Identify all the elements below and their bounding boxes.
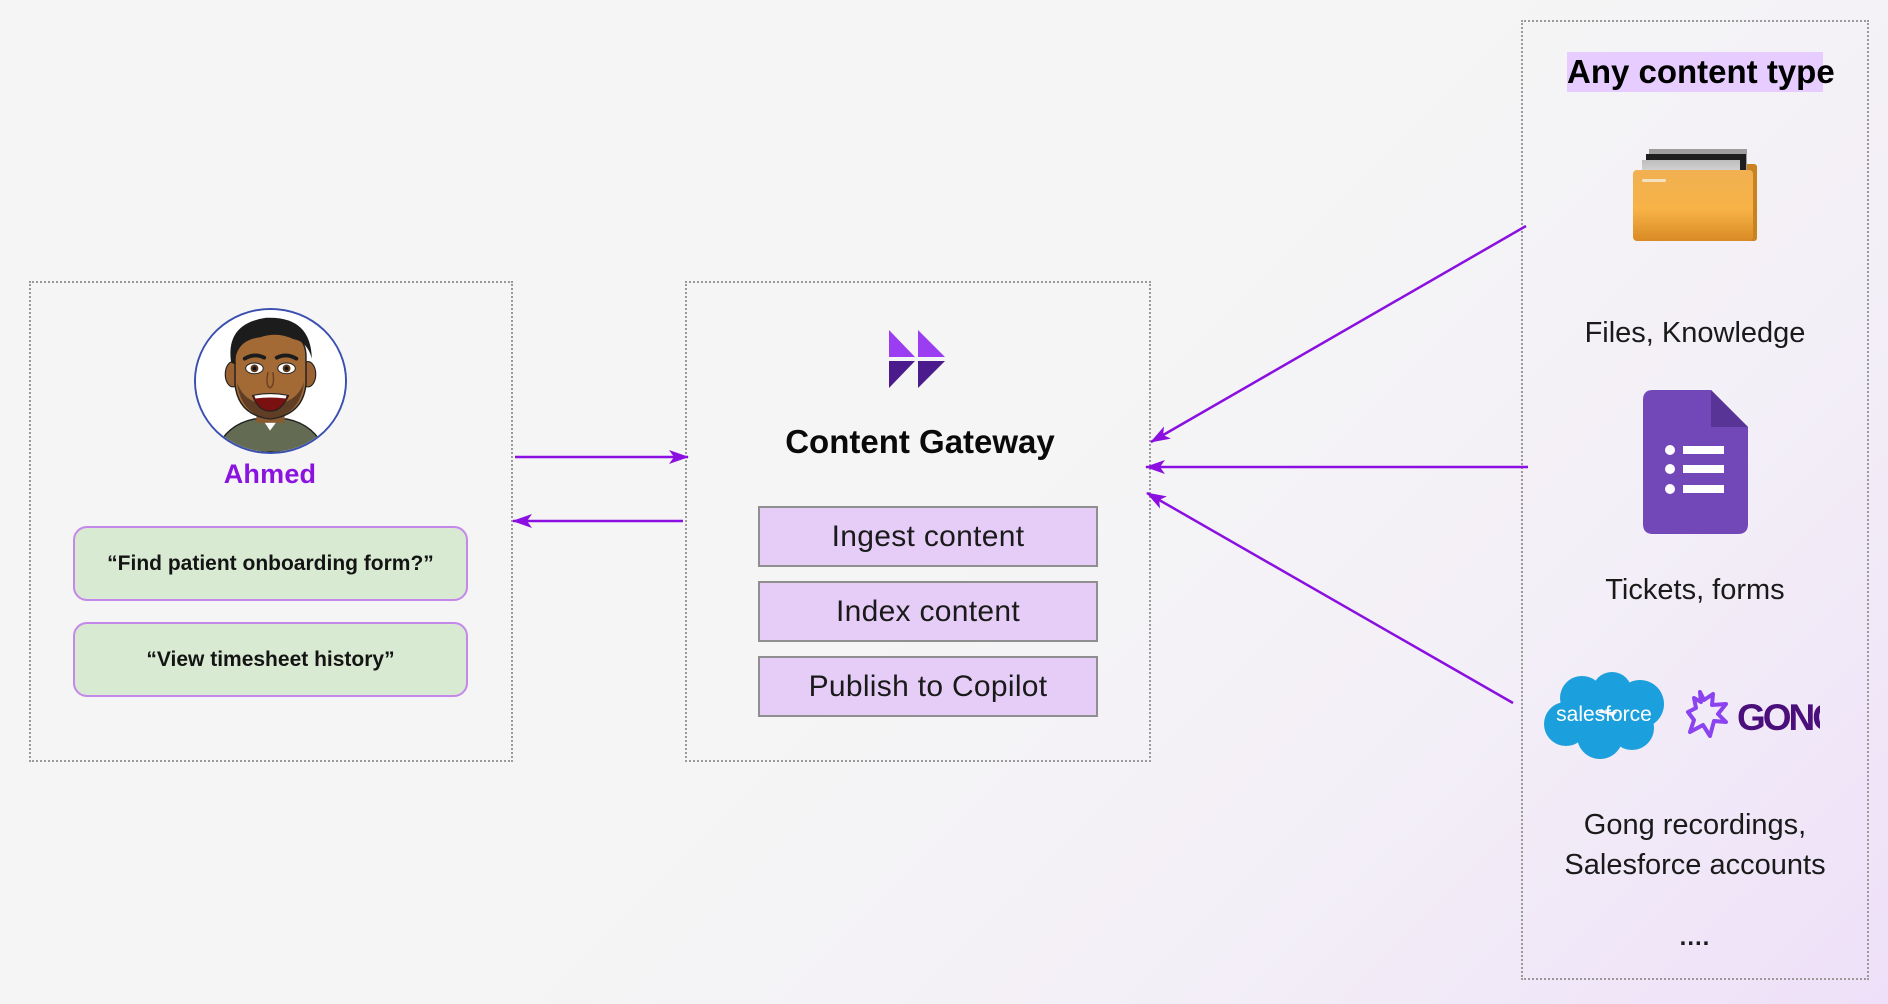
- source-label-tickets: Tickets, forms: [1605, 574, 1785, 606]
- user-avatar: [194, 308, 347, 454]
- source-label-files: Files, Knowledge: [1584, 317, 1806, 349]
- arrow-files-to-gateway: [1150, 224, 1527, 444]
- salesforce-logo-icon: salesforce: [1544, 672, 1664, 759]
- sources-title: Any content type: [1567, 52, 1835, 92]
- salesforce-logo-text: salesforce: [1556, 703, 1652, 726]
- step-ingest-content: Ingest content: [758, 506, 1098, 567]
- source-label-gong-salesforce: Gong recordings, Salesforce accounts: [1521, 805, 1869, 885]
- step-index-content: Index content: [758, 581, 1098, 642]
- user-name: Ahmed: [223, 459, 317, 489]
- google-forms-icon: [1643, 390, 1748, 534]
- folder-icon: [1633, 149, 1757, 241]
- content-gateway-title: Content Gateway: [785, 423, 1055, 460]
- query-bubble: “View timesheet history”: [73, 622, 468, 697]
- step-publish-to-copilot: Publish to Copilot: [758, 656, 1098, 717]
- content-gateway-logo-icon: [889, 330, 945, 388]
- arrow-crm-to-gateway: [1146, 491, 1514, 705]
- more-sources-ellipsis: ....: [1679, 924, 1711, 951]
- source-label-line: Gong recordings,: [1583, 809, 1807, 841]
- query-bubble: “Find patient onboarding form?”: [73, 526, 468, 601]
- source-label-line: Salesforce accounts: [1564, 849, 1826, 881]
- avatar-face-icon: [196, 310, 345, 452]
- content-sources-panel: [1521, 20, 1869, 980]
